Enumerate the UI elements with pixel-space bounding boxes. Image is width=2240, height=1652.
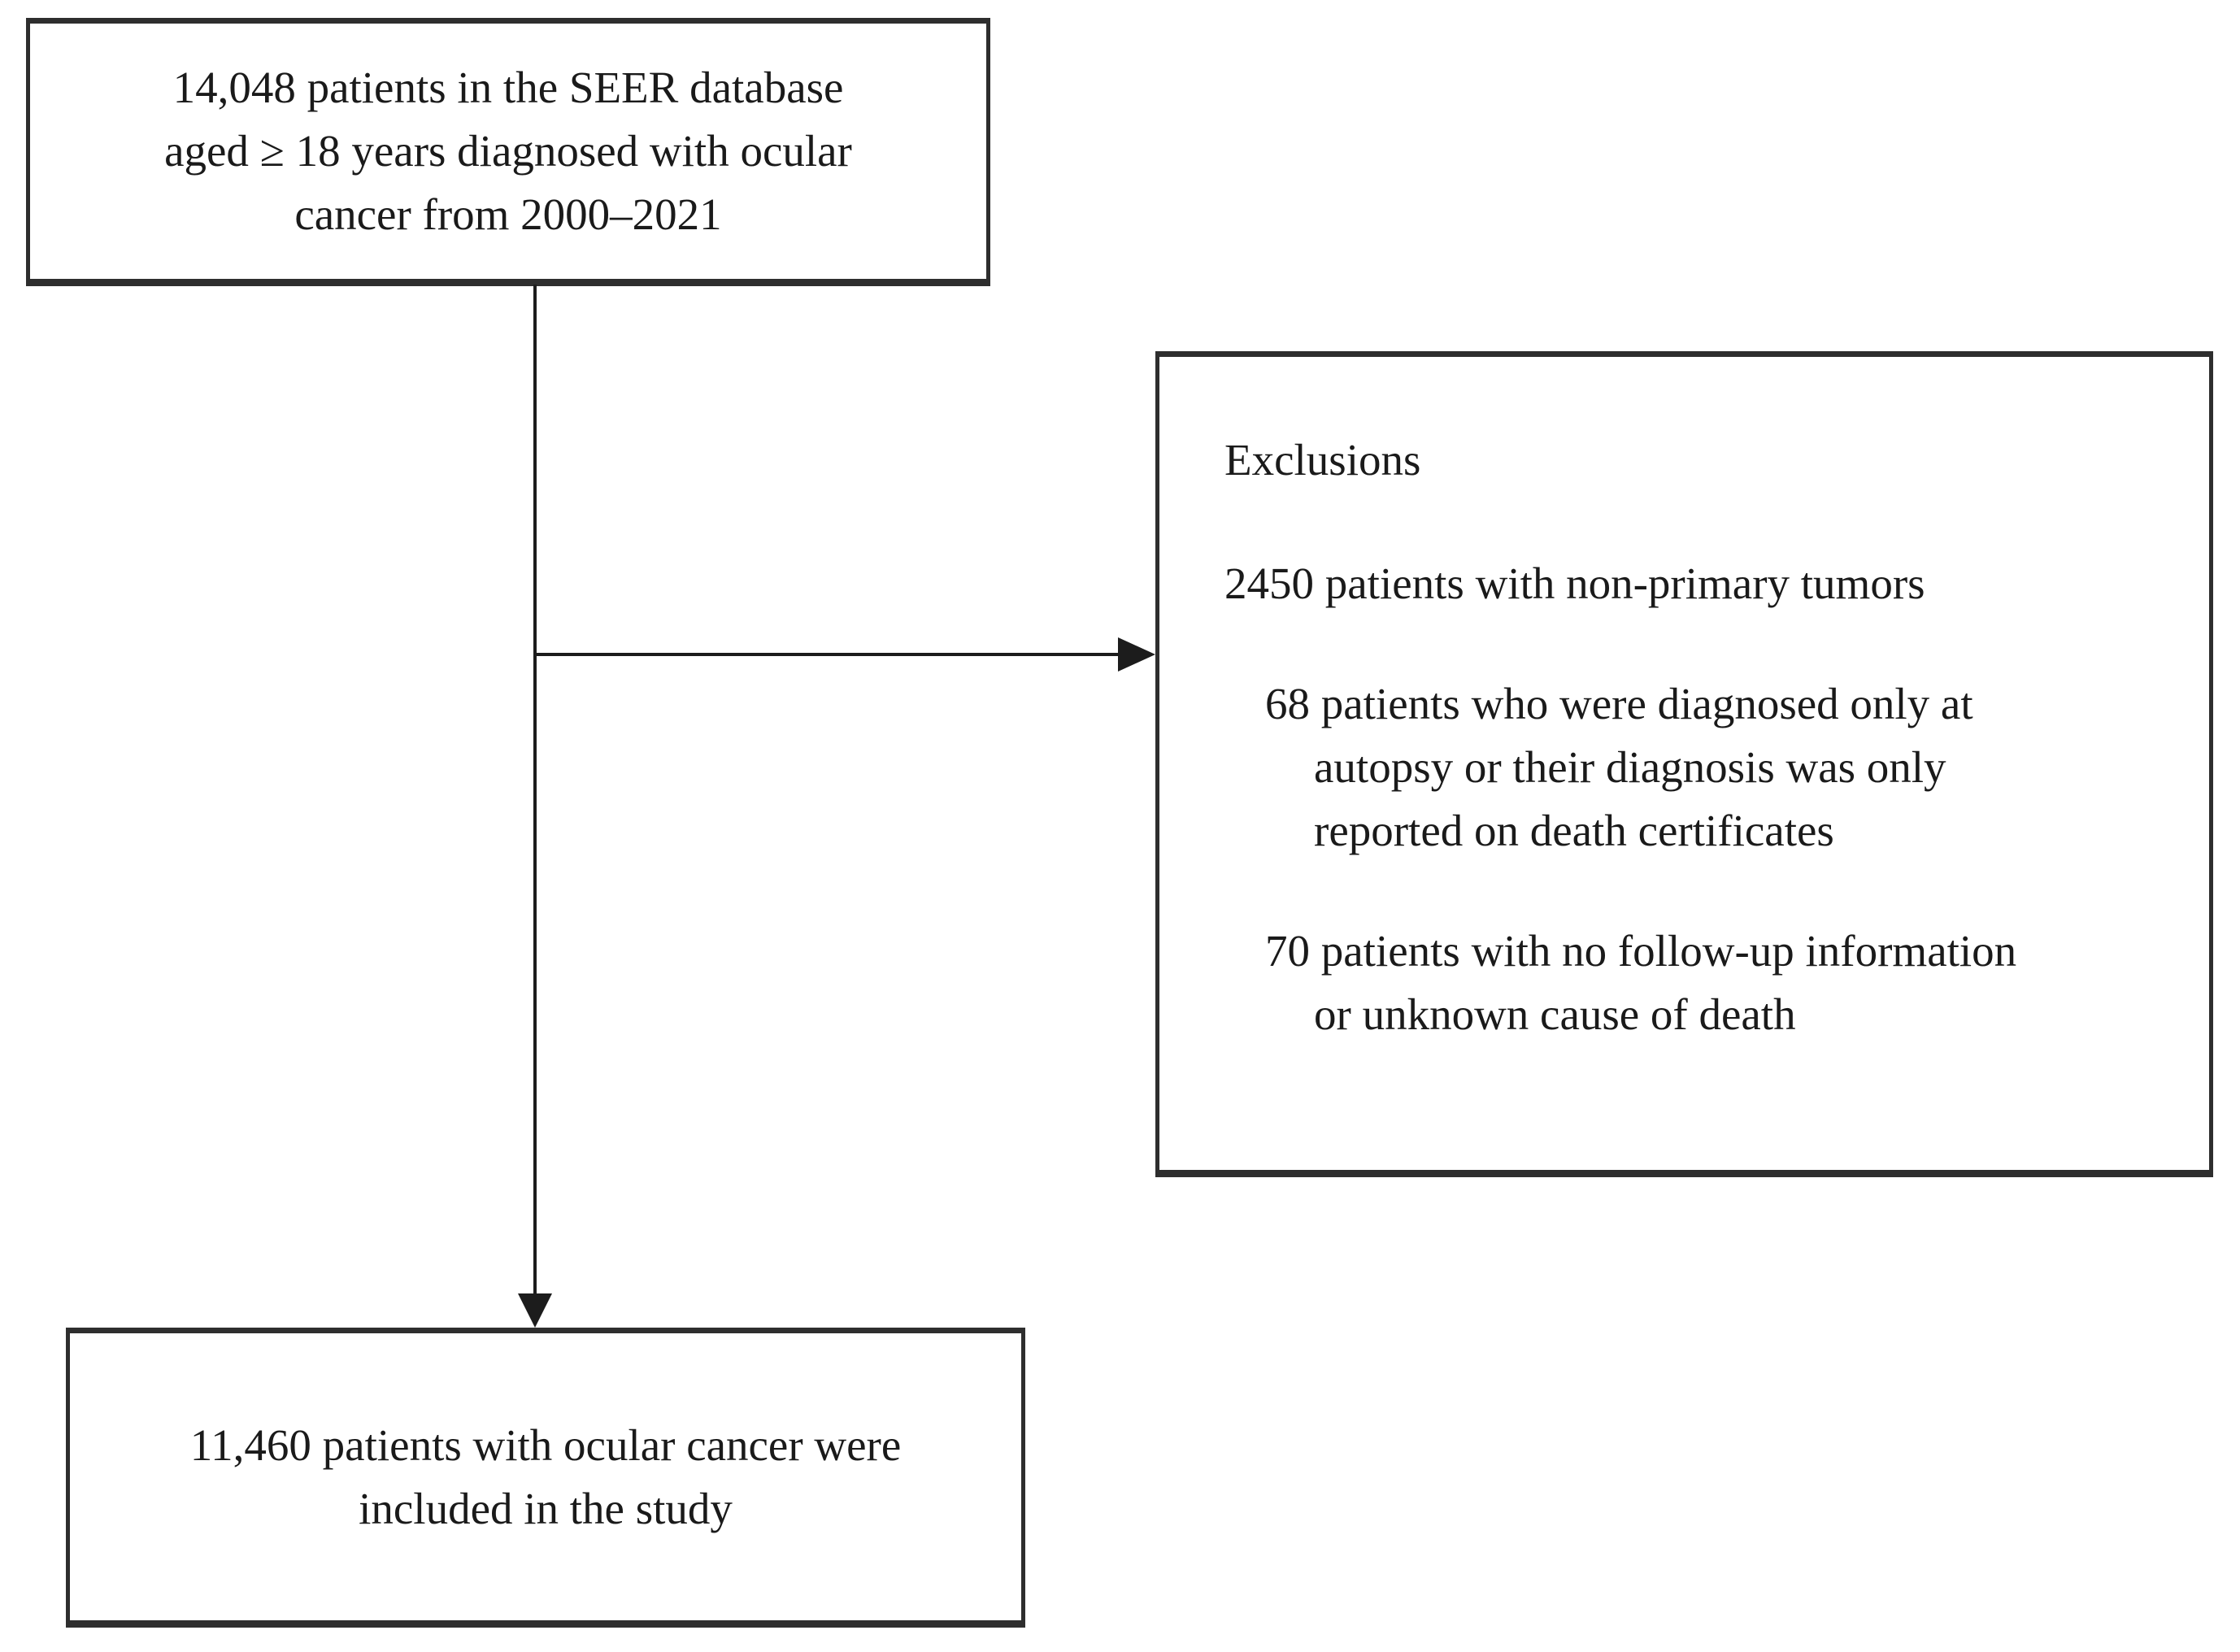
exclusion-item-line: or unknown cause of death	[1314, 989, 1796, 1039]
exclusion-item-line: 2450 patients with non-primary tumors	[1224, 559, 1925, 608]
exclusions-title: Exclusions	[1224, 435, 1421, 485]
top-box-line-1: 14,048 patients in the SEER database	[172, 63, 844, 112]
exclusion-item-line: autopsy or their diagnosis was only	[1314, 742, 1946, 792]
top-box-line-2: aged ≥ 18 years diagnosed with ocular	[164, 126, 852, 176]
arrowhead-down-icon	[518, 1293, 552, 1328]
arrowhead-right-icon	[1118, 637, 1155, 672]
result-box: 11,460 patients with ocular cancer were …	[66, 1328, 1025, 1628]
result-box-line-2: included in the study	[359, 1483, 733, 1533]
flow-line-horizontal	[535, 653, 1118, 656]
exclusion-item-line: 70 patients with no follow-up informatio…	[1265, 926, 2017, 976]
exclusions-box: Exclusions 2450 patients with non-primar…	[1155, 351, 2213, 1177]
exclusion-item-autopsy: 68 patients who were diagnosed only at a…	[1224, 672, 2180, 863]
top-box-line-3: cancer from 2000–2021	[294, 189, 722, 239]
flow-line-vertical	[533, 285, 537, 1293]
exclusion-item-no-followup: 70 patients with no follow-up informatio…	[1224, 919, 2180, 1046]
exclusion-item-line: 68 patients who were diagnosed only at	[1265, 679, 1973, 728]
top-box: 14,048 patients in the SEER database age…	[26, 18, 990, 286]
exclusion-item-non-primary: 2450 patients with non-primary tumors	[1224, 552, 2180, 615]
exclusion-item-line: reported on death certificates	[1314, 806, 1834, 855]
result-box-line-1: 11,460 patients with ocular cancer were	[189, 1419, 902, 1470]
